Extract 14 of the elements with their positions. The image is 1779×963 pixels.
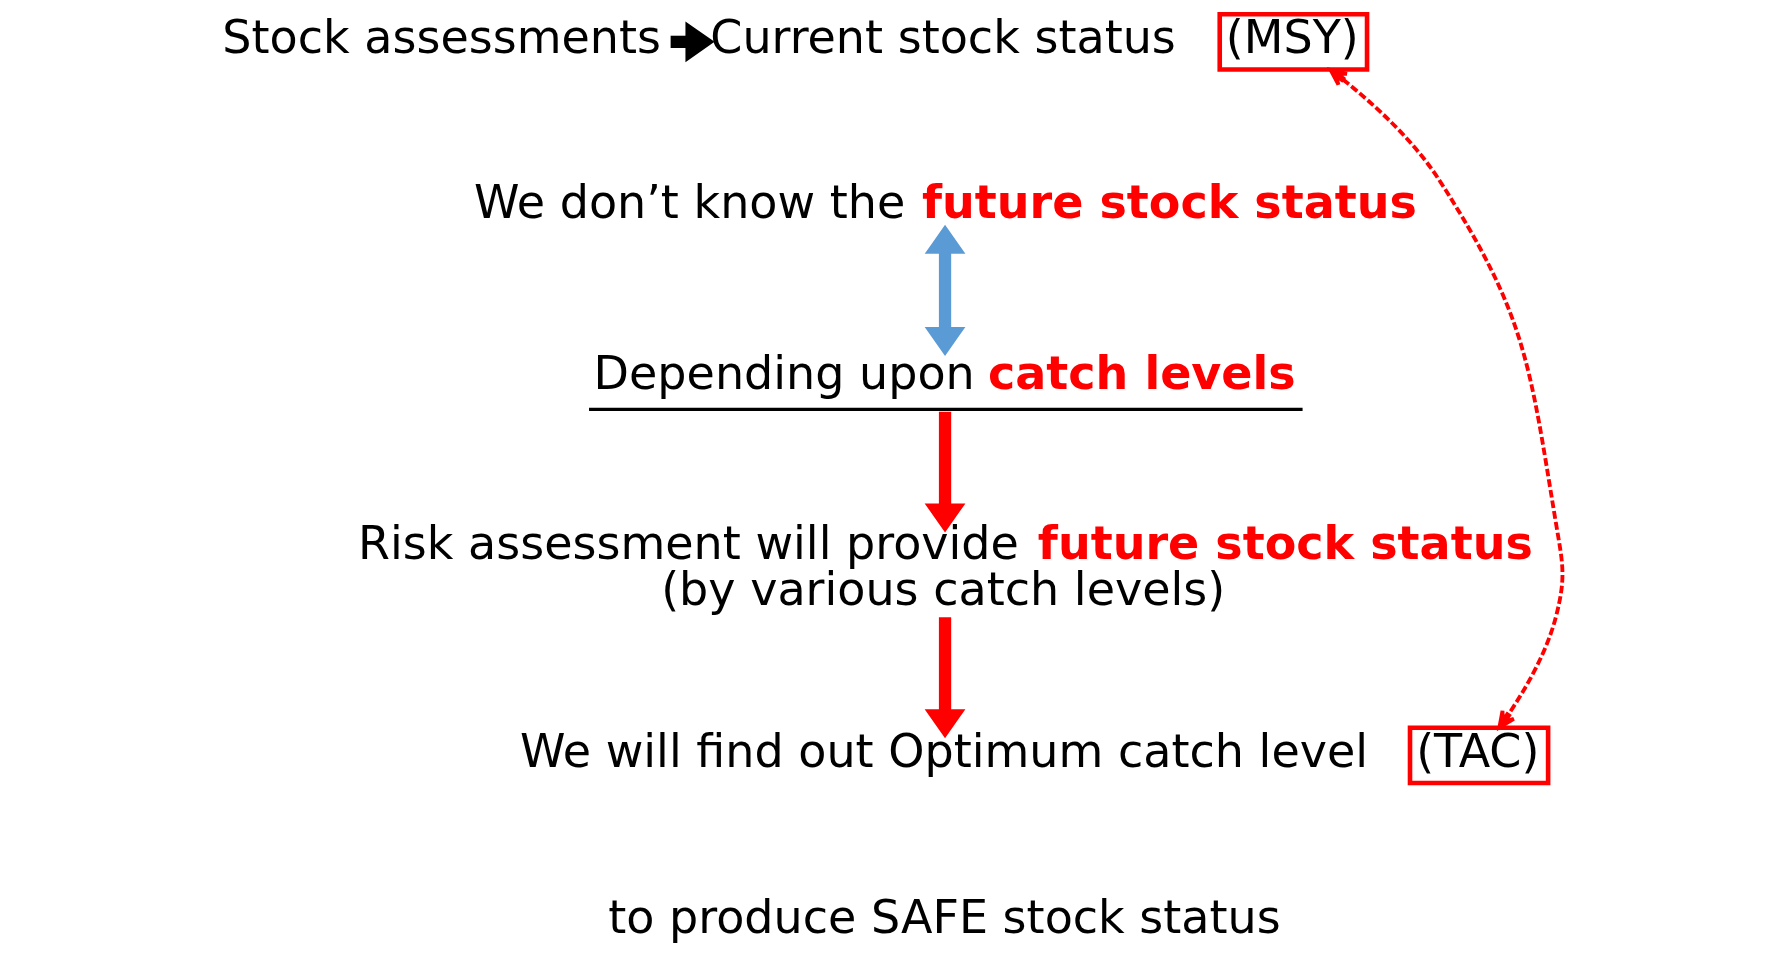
arrow <box>924 617 966 739</box>
node-box: (MSY) <box>1217 11 1370 72</box>
node-text: Risk assessment will provide future stock status (by various catch levels) <box>358 515 1533 617</box>
node-text: We will find out Optimum catch level <box>519 723 1369 778</box>
node-text: to produce SAFE stock status <box>608 889 1281 944</box>
arrow <box>924 224 966 357</box>
arrow <box>1328 67 1565 730</box>
arrow <box>924 411 966 533</box>
node-text: Current stock status <box>710 10 1176 65</box>
node-text: Depending upon catch levels <box>593 346 1296 401</box>
node-text: We don’t know the future stock status <box>473 174 1417 229</box>
arrow <box>670 21 715 63</box>
node-box: (TAC) <box>1407 725 1551 786</box>
node-text: Stock assessments <box>222 10 661 65</box>
